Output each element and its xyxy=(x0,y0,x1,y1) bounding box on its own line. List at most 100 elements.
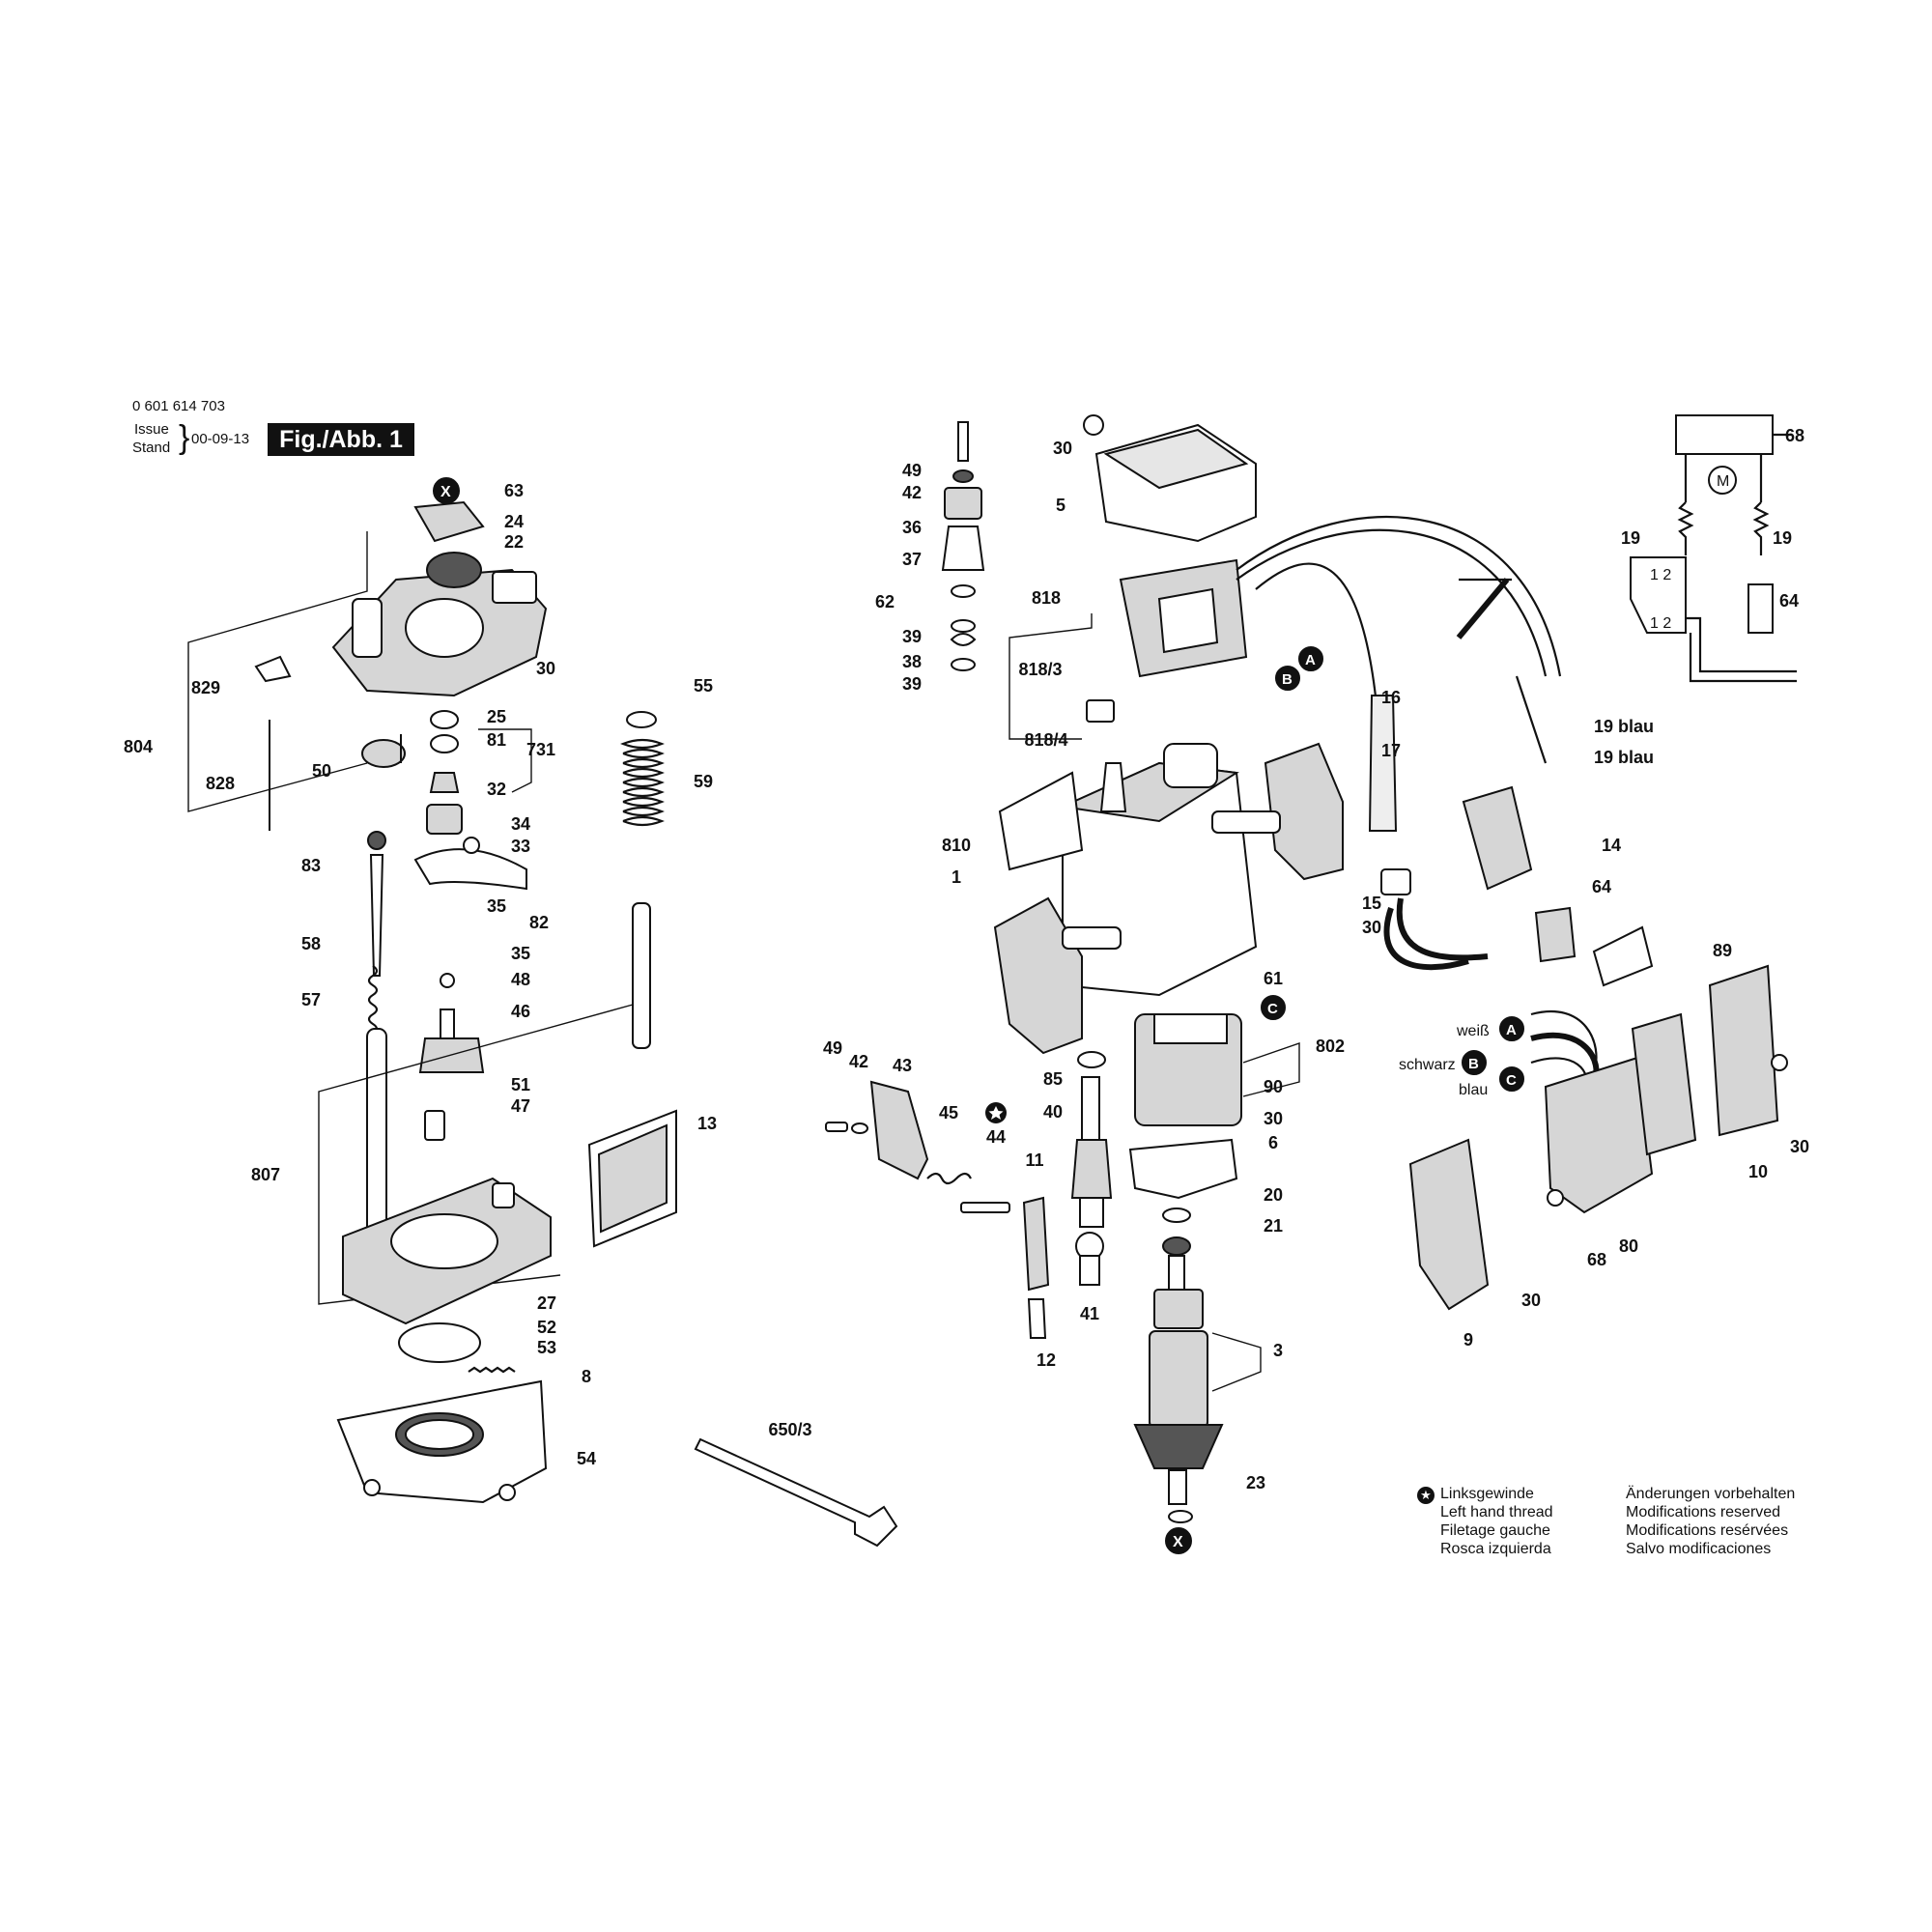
part-callout-90: 90 xyxy=(1264,1077,1283,1096)
part-callout-19-blau: 19 blau xyxy=(1594,717,1654,736)
part-callout-23: 23 xyxy=(1246,1473,1265,1492)
washers-731-group xyxy=(426,710,532,835)
cable-harness xyxy=(1236,515,1562,971)
part-callout-47: 47 xyxy=(511,1096,530,1116)
stator-802 xyxy=(1134,1013,1300,1126)
part-callout-39: 39 xyxy=(902,627,922,646)
part-callout-35: 35 xyxy=(511,944,530,963)
part-callout-19: 19 xyxy=(1773,528,1792,548)
part-callout-80: 80 xyxy=(1619,1236,1638,1256)
legend-line: Left hand thread xyxy=(1440,1504,1553,1520)
right-handle-housing xyxy=(1211,742,1344,881)
part-callout-37: 37 xyxy=(902,550,922,569)
part-callout-44: 44 xyxy=(986,1127,1006,1147)
legend-modifications: Änderungen vorbehalten Modifications res… xyxy=(1626,1485,1795,1558)
part-callout-38: 38 xyxy=(902,652,922,671)
upper-housing-plate xyxy=(331,568,548,697)
part-callout-9: 9 xyxy=(1463,1330,1473,1350)
part-callout-30: 30 xyxy=(1264,1109,1283,1128)
part-callout-10: 10 xyxy=(1748,1162,1768,1181)
part-callout-61: 61 xyxy=(1264,969,1283,988)
armature-3 xyxy=(1133,1255,1262,1505)
part-callout-818-4: 818/4 xyxy=(1024,730,1067,750)
part-callout-34: 34 xyxy=(511,814,530,834)
part-callout-11: 11 xyxy=(1025,1151,1043,1170)
motor-symbol: M xyxy=(1717,473,1729,490)
part-callout-19-blau: 19 blau xyxy=(1594,748,1654,767)
spring-59 xyxy=(620,711,665,827)
part-callout-1: 1 xyxy=(952,867,961,887)
part-callout-828: 828 xyxy=(206,774,235,793)
stand-label: Stand xyxy=(132,440,171,456)
legend-line: Modifications reserved xyxy=(1626,1504,1781,1520)
part-callout-46: 46 xyxy=(511,1002,530,1021)
brace-glyph: } xyxy=(179,419,190,456)
stop-screw-46 xyxy=(418,973,485,1073)
handle-parts-right xyxy=(1408,964,1788,1311)
part-callout-81: 81 xyxy=(487,730,506,750)
bracket-804 xyxy=(187,531,368,812)
part-callout-818: 818 xyxy=(1032,588,1061,608)
part-callout-30: 30 xyxy=(1521,1291,1541,1310)
guide-column-right xyxy=(632,902,651,1049)
figure-title: Fig./Abb. 1 xyxy=(268,423,414,456)
part-callout-39: 39 xyxy=(902,674,922,694)
switch-terminals-top: 1 2 xyxy=(1650,567,1671,583)
part-callout-51: 51 xyxy=(511,1075,530,1094)
left-handle xyxy=(993,896,1122,1055)
part-callout-14: 14 xyxy=(1602,836,1621,855)
fan-baffle-6 xyxy=(1128,1138,1238,1200)
sole-plate-8 xyxy=(336,1379,548,1504)
base-plate-assembly xyxy=(342,1110,552,1325)
legend-line: Änderungen vorbehalten xyxy=(1626,1486,1796,1502)
part-callout-57: 57 xyxy=(301,990,321,1009)
part-callout-17: 17 xyxy=(1381,741,1401,760)
part-callout-802: 802 xyxy=(1316,1037,1345,1056)
part-callout-19: 19 xyxy=(1621,528,1640,548)
connector-x-top: X xyxy=(440,484,451,500)
part-callout-20: 20 xyxy=(1264,1185,1283,1205)
part-callout-43: 43 xyxy=(893,1056,912,1075)
part-callout-3: 3 xyxy=(1273,1341,1283,1360)
wrench-650-3 xyxy=(694,1437,898,1548)
part-callout-33: 33 xyxy=(511,837,530,856)
wire-label-weiss: weiß xyxy=(1456,1023,1490,1039)
button-11 xyxy=(1022,1196,1104,1339)
connector-markers: X X A B C A B C weiß schwarz blau xyxy=(433,477,1524,1554)
part-callout-8: 8 xyxy=(582,1367,591,1386)
top-flange xyxy=(413,500,485,588)
part-callout-22: 22 xyxy=(504,532,524,552)
part-callout-27: 27 xyxy=(537,1293,556,1313)
part-callout-650-3: 650/3 xyxy=(768,1420,811,1439)
part-callout-41: 41 xyxy=(1080,1304,1099,1323)
top-cover-5 xyxy=(1083,414,1257,543)
connector-b-top: B xyxy=(1282,671,1293,688)
part-callout-83: 83 xyxy=(301,856,321,875)
part-callout-32: 32 xyxy=(487,780,506,799)
lock-parts-left xyxy=(825,1080,1010,1213)
part-callout-30: 30 xyxy=(1790,1137,1809,1156)
wire-label-blau: blau xyxy=(1459,1082,1488,1098)
part-callout-12: 12 xyxy=(1037,1350,1056,1370)
part-callout-50: 50 xyxy=(312,761,331,781)
part-callout-59: 59 xyxy=(694,772,713,791)
part-callout-829: 829 xyxy=(191,678,220,697)
label-810 xyxy=(998,771,1084,871)
switch-terminals-bottom: 1 2 xyxy=(1650,615,1671,632)
legend-star-icon: ★ xyxy=(1417,1487,1435,1504)
part-callout-45: 45 xyxy=(939,1103,958,1122)
part-callout-810: 810 xyxy=(942,836,971,855)
part-callout-89: 89 xyxy=(1713,941,1732,960)
collet-ring-23 xyxy=(1168,1510,1193,1523)
clip-829 xyxy=(254,655,292,683)
base-ring-52 xyxy=(398,1322,516,1374)
part-number: 0 601 614 703 xyxy=(132,398,225,414)
part-callout-36: 36 xyxy=(902,518,922,537)
legend-line: Modifications resérvées xyxy=(1626,1522,1789,1539)
issue-date: 00-09-13 xyxy=(191,431,250,447)
connector-c-bundle: C xyxy=(1506,1072,1517,1089)
part-callout-731: 731 xyxy=(526,740,555,759)
part-callout-55: 55 xyxy=(694,676,713,696)
